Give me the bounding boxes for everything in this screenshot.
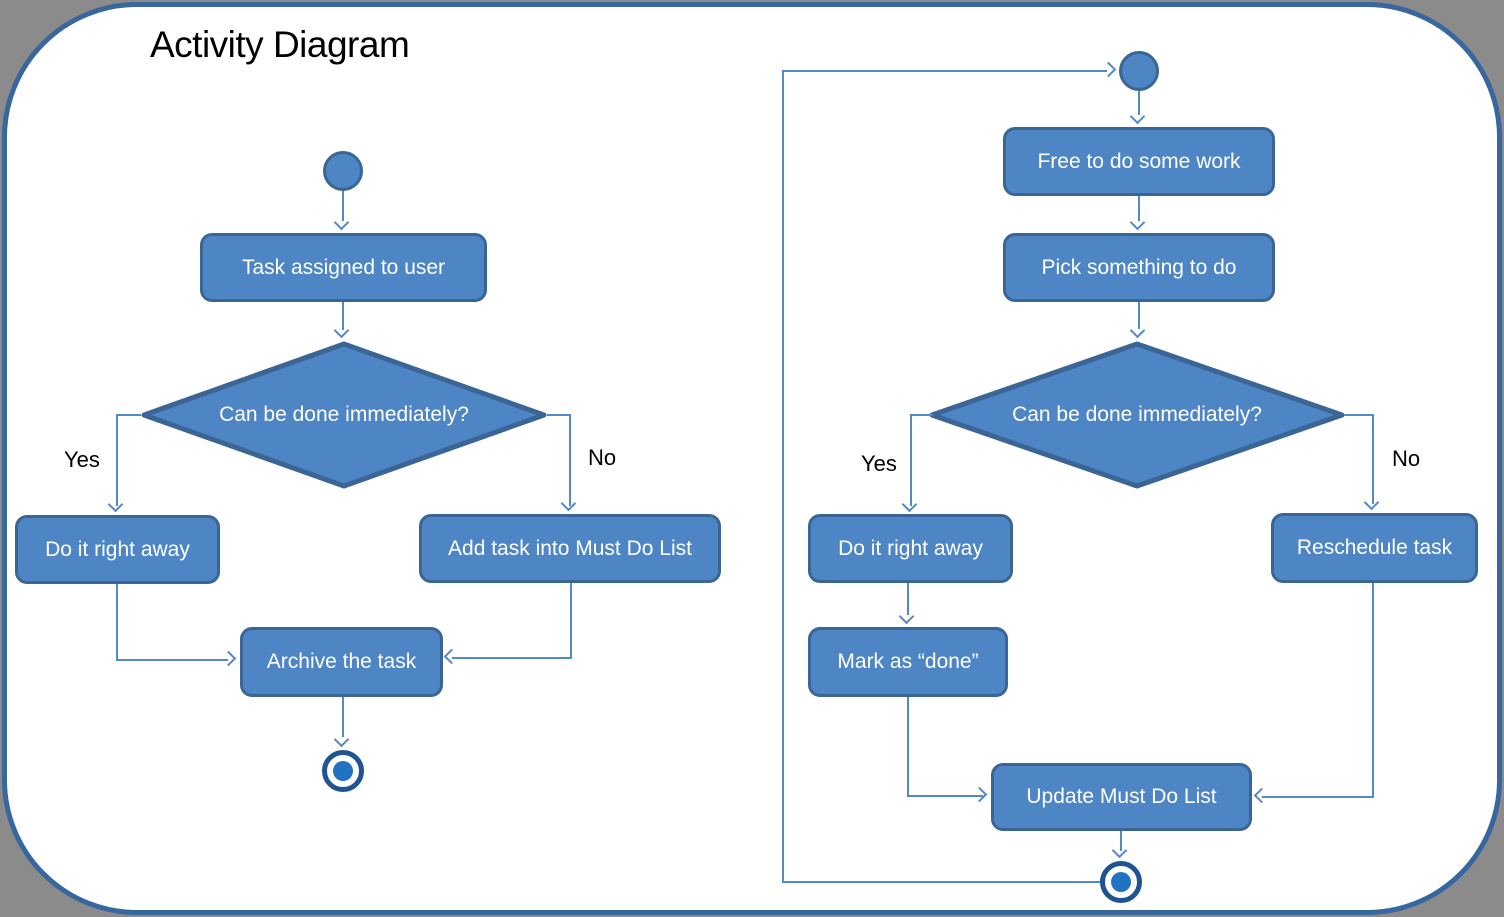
connector-loop-top [782,70,1107,72]
connector-loop-bottom [782,881,1100,883]
branch-label-yes-right: Yes [861,451,897,476]
decision-right-label: Can be done immediately? [1012,403,1262,426]
decision-left: Can be done immediately? [140,341,548,489]
connector [1138,196,1140,221]
connector [1372,583,1374,798]
connector [570,583,572,659]
connector [452,657,570,659]
activity-update-list: Update Must Do List [991,763,1252,831]
connector [907,583,909,615]
activity-do-it-right: Do it right away [808,514,1013,583]
start-node-left [323,151,363,191]
connector [342,302,344,330]
page-title: Activity Diagram [150,24,410,65]
activity-reschedule: Reschedule task [1271,513,1478,583]
branch-label-no-right: No [1392,446,1421,471]
end-node-core [333,761,353,781]
activity-free-to-work: Free to do some work [1003,127,1275,196]
connector [342,697,344,737]
connector [117,414,141,416]
connector [911,414,933,416]
connector [1138,302,1140,329]
connector [1344,414,1374,416]
activity-mark-done: Mark as “done” [808,627,1008,697]
connector [1372,414,1374,504]
decision-left-label: Can be done immediately? [219,403,469,426]
activity-task-assigned: Task assigned to user [200,233,487,302]
connector [1120,831,1122,851]
branch-label-yes-left: Yes [64,447,100,472]
connector-loop-vertical [782,70,784,883]
connector [547,414,571,416]
connector [1262,796,1374,798]
start-node-right [1119,51,1159,91]
activity-archive: Archive the task [240,627,443,697]
connector [116,659,228,661]
connector [342,191,344,221]
connector [116,584,118,661]
end-node-right [1100,861,1142,903]
connector [907,697,909,797]
connector [1138,91,1140,115]
decision-diamond-shape [141,341,547,489]
decision-diamond-shape [929,341,1345,489]
connector [910,414,912,506]
connector [907,795,983,797]
decision-right: Can be done immediately? [928,341,1346,489]
activity-pick-something: Pick something to do [1003,233,1275,302]
connector [116,414,118,506]
end-node-core [1111,872,1131,892]
activity-do-it-left: Do it right away [15,515,220,584]
end-node-left [322,750,364,792]
connector [569,414,571,506]
activity-add-task: Add task into Must Do List [419,514,721,583]
branch-label-no-left: No [588,445,617,470]
